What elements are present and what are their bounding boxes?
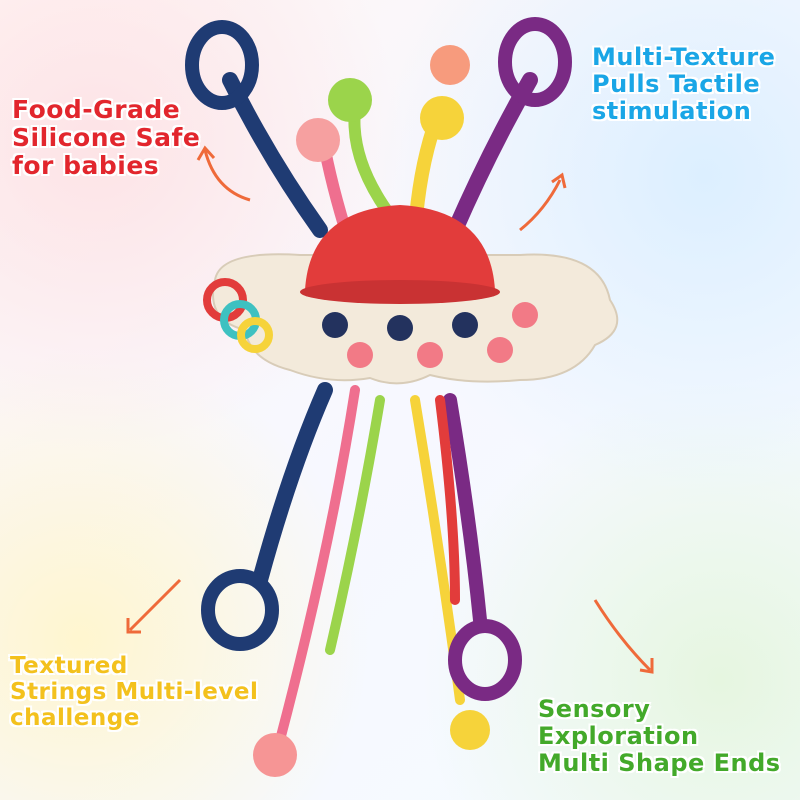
string-green-lower — [325, 395, 385, 655]
ring-purple-bottom — [448, 619, 522, 701]
callout-line: Pulls Tactile — [592, 69, 761, 98]
callout-line: Sensory — [538, 695, 651, 723]
string-green-upper — [348, 104, 396, 221]
ring-navy-bottom — [201, 569, 279, 651]
callout-multi-texture: Multi-Texture Pulls Tactile stimulation — [592, 44, 775, 125]
callout-line: Silicone Safe — [12, 123, 201, 152]
flower-pink-top — [296, 118, 340, 162]
callout-line: Multi Shape Ends — [538, 748, 781, 777]
string-purple-lower — [443, 393, 487, 627]
arrow-food-grade — [203, 149, 251, 202]
callout-line: stimulation — [592, 96, 752, 125]
callout-line: Exploration — [538, 721, 699, 750]
swirl-green — [328, 78, 372, 122]
flower-pink-bottom — [253, 733, 297, 777]
arrow-textured — [128, 578, 182, 632]
dome-rim — [300, 280, 500, 304]
swirl-yellow — [420, 96, 464, 140]
string-navy-lower — [252, 382, 333, 588]
callout-line: for babies — [12, 151, 160, 180]
callout-line: Textured — [10, 653, 128, 679]
string-red-lower — [435, 395, 460, 605]
swirl-yellow-bottom — [450, 710, 490, 750]
ring-purple-top — [498, 17, 572, 107]
callout-textured-strings: Textured Strings Multi-level challenge — [10, 653, 259, 731]
string-pink-lower — [275, 385, 360, 745]
arrow-multi-texture — [519, 179, 562, 232]
callout-line: Food-Grade — [12, 95, 181, 124]
ring-navy-top — [185, 20, 259, 110]
callout-sensory: Sensory Exploration Multi Shape Ends — [538, 696, 781, 777]
arrow-sensory — [593, 599, 652, 672]
callout-food-grade: Food-Grade Silicone Safe for babies — [12, 96, 200, 180]
side-ring-yellow — [237, 317, 273, 353]
callout-line: challenge — [10, 704, 140, 731]
dome — [305, 205, 495, 290]
callout-line: Strings Multi-level — [10, 678, 259, 705]
flower-orange-top — [430, 45, 470, 85]
callout-line: Multi-Texture — [592, 43, 776, 71]
pop-buttons — [322, 302, 538, 368]
